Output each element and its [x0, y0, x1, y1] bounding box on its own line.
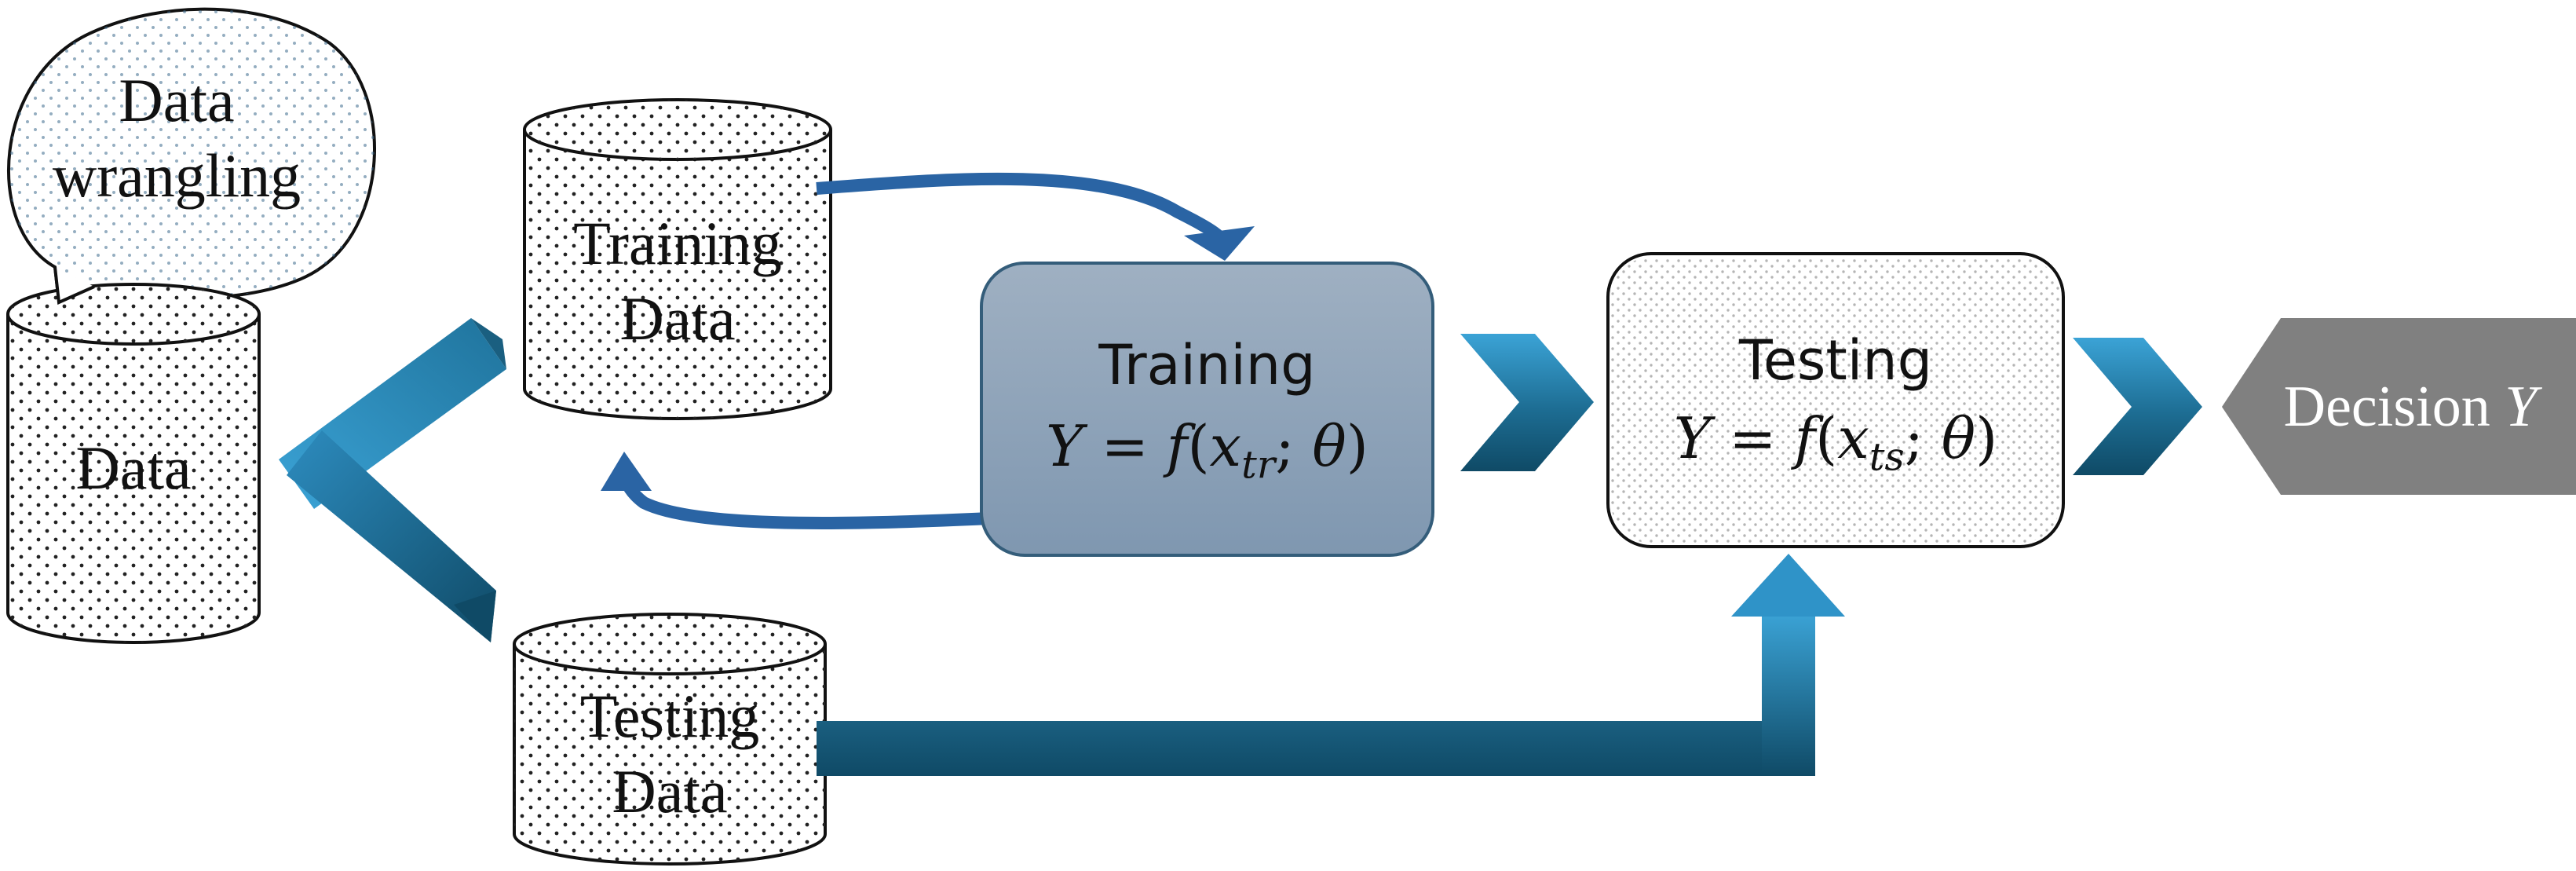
bubble-text: Data wrangling: [27, 63, 326, 214]
decision-tag: [2222, 318, 2576, 495]
training-equation: Y = f(xtr; θ): [1046, 413, 1368, 488]
split-arrow: [279, 318, 506, 642]
training-data-label: Training Data: [524, 206, 831, 357]
training-box: [980, 262, 1434, 557]
bubble-line-1: Data: [119, 66, 235, 134]
curve-arrow-to-training: [816, 172, 1255, 261]
data-wrangling-bubble: [6, 7, 376, 305]
data-cylinder: [6, 283, 261, 644]
chevron-arrow-2: [2073, 338, 2202, 475]
curve-arrow-back-to-training-data: [601, 452, 990, 529]
data-label: Data: [75, 434, 192, 502]
training-data-line-1: Training: [573, 209, 782, 277]
training-title: Training: [1098, 333, 1316, 397]
testing-equation: Y = f(xts; θ): [1673, 405, 1998, 480]
testing-data-line-2: Data: [612, 757, 728, 825]
testing-data-cylinder: [513, 613, 827, 866]
bubble-tail: [53, 266, 95, 305]
bubble-line-2: wrangling: [52, 141, 301, 210]
training-data-cylinder: [523, 98, 832, 420]
testing-title: Testing: [1738, 328, 1933, 393]
training-data-line-2: Data: [619, 284, 736, 353]
testing-data-line-1: Testing: [579, 682, 760, 750]
decision-label: Decision Y: [2283, 375, 2538, 439]
chevron-arrow-1: [1460, 334, 1594, 471]
l-arrow-testing-data-to-testing: [817, 554, 1845, 776]
testing-data-label: Testing Data: [514, 679, 825, 829]
